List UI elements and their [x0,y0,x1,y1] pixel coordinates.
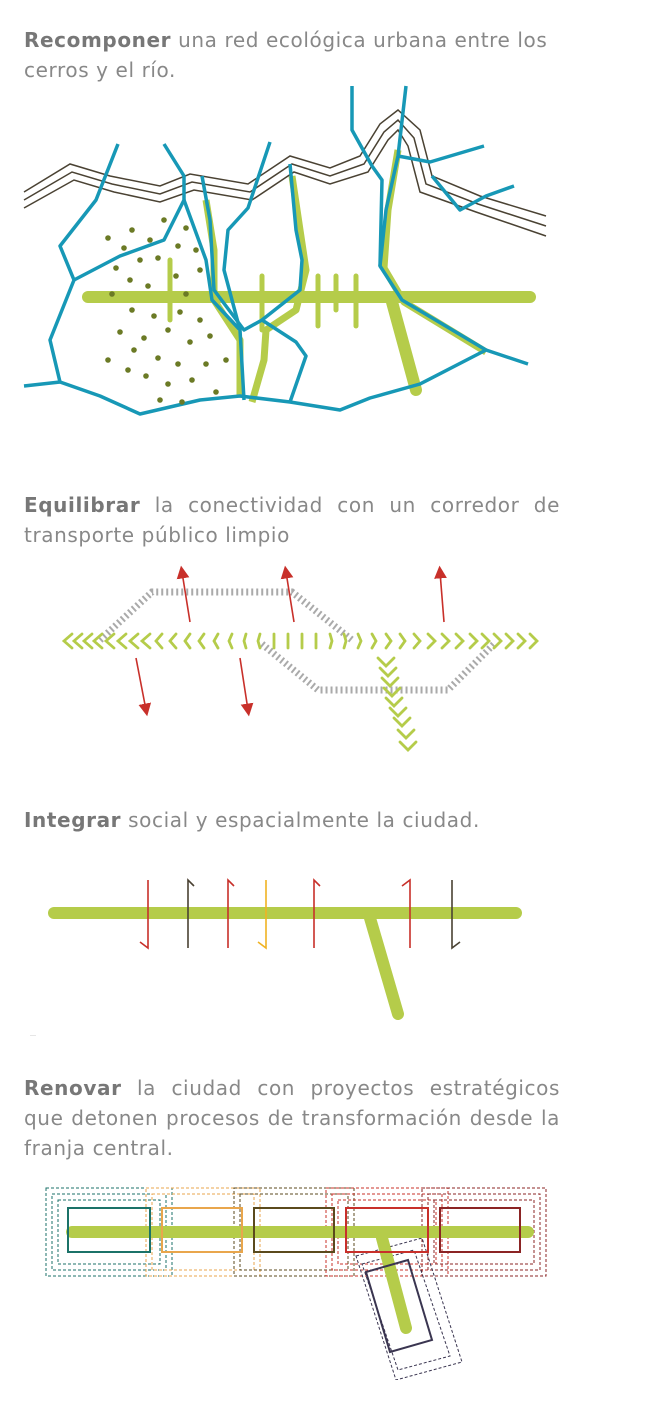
chevrons-right [328,632,539,650]
caption-text: la conectividad con un corredor de trans… [24,493,560,547]
caption-integrar: Integrar social y espacialmente la ciuda… [24,805,560,835]
red-arrows [135,565,447,717]
caption-renovar: Renovar la ciudad con proyectos estratég… [24,1073,560,1163]
diagram-ecological-network [23,85,547,416]
caption-keyword: Recomponer [24,28,172,52]
road-lines [23,109,547,237]
green-corridor [82,257,536,396]
project-boxes [67,1207,521,1354]
caption-equilibrar: Equilibrar la conectividad con un corred… [24,490,560,550]
caption-keyword: Renovar [24,1076,122,1100]
caption-text: la ciudad con proyectos estratégicos que… [24,1076,560,1160]
gray-routes [97,588,497,694]
connector-lines [139,878,461,950]
green-river-banks [202,149,488,403]
diagram-transport-corridor [61,565,539,752]
halo-navy [355,1237,463,1380]
blue-rivers [23,85,529,416]
diagram-integration [30,878,522,1036]
caption-text: social y espacialmente la ciudad. [121,808,480,832]
caption-text: una red ecológica urbana entre los cerro… [24,28,548,82]
caption-keyword: Integrar [24,808,122,832]
vegetation-dots [105,217,229,405]
caption-recomponer: Recomponer una red ecológica urbana entr… [24,25,560,85]
chevrons-left [61,632,262,650]
green-axis [48,907,522,1020]
chevrons-center [272,632,318,650]
diagram-strategic-projects [45,1187,547,1380]
green-axis [66,1226,534,1334]
chevrons-branch [376,656,418,752]
caption-keyword: Equilibrar [24,493,141,517]
